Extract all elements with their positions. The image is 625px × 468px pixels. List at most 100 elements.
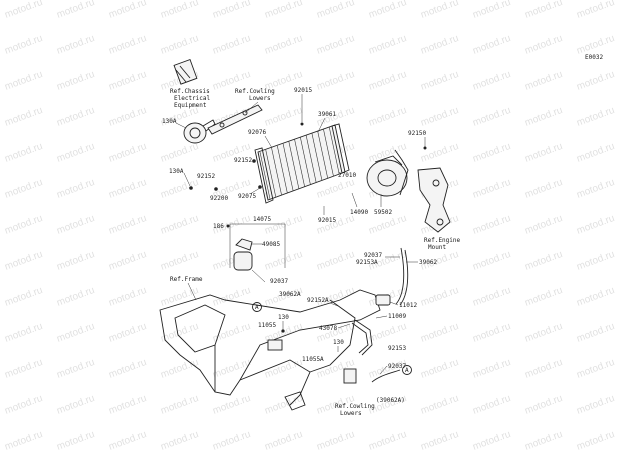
watermark-text: motod.ru [367,105,408,129]
watermark-text: motod.ru [159,249,200,273]
label-11012: 11012 [399,302,417,309]
watermark-text: motod.ru [263,429,304,453]
watermark-text: motod.ru [367,321,408,345]
ref-cowling-bottom-line1: Ref.Cowling [335,403,375,410]
watermark-text: motod.ru [107,105,148,129]
label-92152-2: 92152 [197,173,215,180]
watermark-text: motod.ru [523,213,564,237]
watermark-text: motod.ru [575,69,616,93]
bracket-11055 [267,339,283,351]
watermark-text: motod.ru [523,177,564,201]
watermark-text: motod.ru [315,249,356,273]
label-130-1: 130 [278,314,289,321]
label-14075: 14075 [253,216,271,223]
watermark-text: motod.ru [471,177,512,201]
watermark-text: motod.ru [3,33,44,57]
watermark-text: motod.ru [367,69,408,93]
watermark-text: motod.ru [471,393,512,417]
label-92200: 92200 [210,195,228,202]
watermark-text: motod.ru [3,69,44,93]
label-39062A: 39062A [279,291,301,298]
watermark-text: motod.ru [159,285,200,309]
watermark-text: motod.ru [55,429,96,453]
watermark-text: motod.ru [55,177,96,201]
watermark-text: motod.ru [523,429,564,453]
radiator-fin [317,131,328,179]
watermark-text: motod.ru [523,249,564,273]
watermark-text: motod.ru [211,429,252,453]
cooling-fan [366,149,409,197]
label-92153: 92153 [388,345,406,352]
label-92152-1: 92152 [234,157,252,164]
watermark-text: motod.ru [107,321,148,345]
watermark-text: motod.ru [419,105,460,129]
watermark-text: motod.ru [159,393,200,417]
watermark-text: motod.ru [3,141,44,165]
watermark-text: motod.ru [107,213,148,237]
watermark-text: motod.ru [107,285,148,309]
horn [183,119,216,144]
watermark-text: motod.ru [575,105,616,129]
watermark-text: motod.ru [523,321,564,345]
watermark-text: motod.ru [3,105,44,129]
watermark-text: motod.ru [3,357,44,381]
ref-chassis-line3: Equipment [174,102,207,109]
callout-a-top-label: A [255,304,259,311]
watermark-text: motod.ru [211,33,252,57]
bracket-11055A [343,368,357,384]
watermark-text: motod.ru [523,357,564,381]
label-11055A: 11055A [302,356,324,363]
watermark-text: motod.ru [107,141,148,165]
callout-a-top: A [252,302,262,312]
watermark-text: motod.ru [159,213,200,237]
watermark-text: motod.ru [419,429,460,453]
ref-cowling-top-line1: Ref.Cowling [235,88,275,95]
label-11009: 11009 [388,313,406,320]
ref-chassis-line2: Electrical [174,95,211,102]
radiator-fin [259,151,271,200]
watermark-text: motod.ru [3,393,44,417]
radiator-fin [323,129,334,177]
radiator-hose-right [395,247,409,306]
ref-frame: Ref.Frame [170,276,203,283]
watermark-text: motod.ru [523,285,564,309]
watermark-text: motod.ru [159,429,200,453]
watermark-text: motod.ru [471,0,512,21]
watermark-text: motod.ru [315,69,356,93]
watermark-text: motod.ru [55,141,96,165]
watermark-text: motod.ru [3,321,44,345]
ref-engine-line1: Ref.Engine [424,237,461,244]
watermark-text: motod.ru [55,357,96,381]
radiator [254,123,350,204]
watermark-text: motod.ru [419,0,460,21]
reservoir-group: 14075 186 49085 92037 39062A [213,216,301,298]
watermark-text: motod.ru [55,69,96,93]
watermark-text: motod.ru [575,213,616,237]
watermark-text: motod.ru [419,357,460,381]
radiator-fin [265,149,277,197]
cap-11012 [375,294,391,306]
label-92015-bottom: 92015 [318,217,336,224]
label-92037-3: 92037 [388,363,406,370]
watermark-text: motod.ru [523,105,564,129]
ref-cowling-bottom-line2: Lowers [340,410,362,417]
watermark-text: motod.ru [367,0,408,21]
diagram-code: E0032 [585,54,603,61]
watermark-text: motod.ru [471,69,512,93]
label-92015-top: 92015 [294,87,312,94]
label-39061: 39061 [318,111,336,118]
label-92076: 92076 [248,129,266,136]
label-14090: 14090 [350,209,368,216]
chassis-relay-bracket [173,58,198,85]
watermark-text: motod.ru [523,393,564,417]
watermark-text: motod.ru [575,393,616,417]
watermark-text: motod.ru [159,141,200,165]
watermark-text: motod.ru [471,249,512,273]
watermark-text: motod.ru [419,285,460,309]
watermark-text: motod.ru [367,429,408,453]
watermark-text: motod.ru [3,285,44,309]
watermark-text: motod.ru [367,213,408,237]
watermark-text: motod.ru [107,429,148,453]
watermark-text: motod.ru [419,321,460,345]
watermark-text: motod.ru [419,141,460,165]
